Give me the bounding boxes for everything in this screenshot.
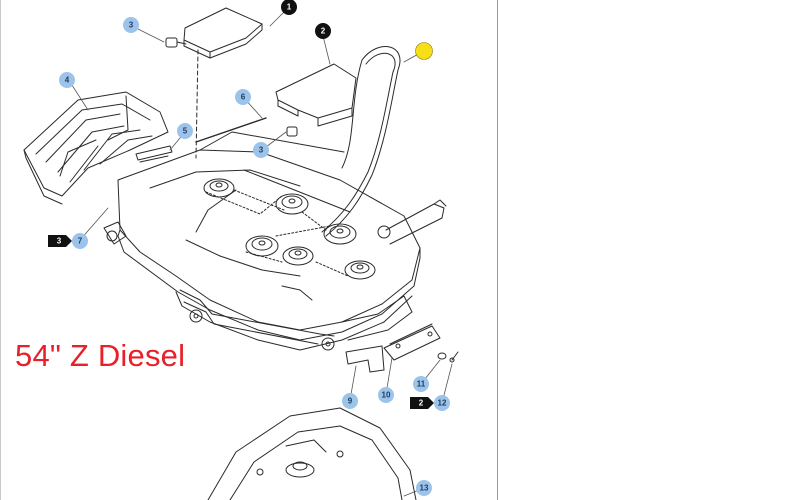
assembly-guide-line bbox=[195, 49, 199, 159]
bolt-part-12 bbox=[449, 351, 459, 363]
lower-deck-view bbox=[207, 407, 417, 500]
pulley-lower-mid bbox=[282, 246, 314, 266]
callout-12: 12 bbox=[434, 395, 450, 411]
callout-3-lower: 3 bbox=[253, 142, 269, 158]
callout-7-label: 7 bbox=[78, 237, 83, 246]
callout-10-label: 10 bbox=[382, 391, 391, 400]
page-divider bbox=[497, 0, 498, 500]
callout-2-label: 2 bbox=[321, 27, 326, 36]
leader-lines bbox=[69, 7, 453, 497]
bracket-part-9 bbox=[345, 345, 385, 373]
bracket-part-10 bbox=[383, 323, 441, 361]
callout-3-lower-label: 3 bbox=[259, 146, 264, 155]
knob-upper bbox=[165, 37, 187, 48]
callout-11: 11 bbox=[413, 376, 429, 392]
mower-deck bbox=[103, 131, 447, 351]
callout-5-label: 5 bbox=[183, 127, 188, 136]
callout-9-label: 9 bbox=[348, 397, 353, 406]
callout-2: 2 bbox=[315, 23, 331, 39]
callout-1: 1 bbox=[281, 0, 297, 15]
pulley-lower-right bbox=[344, 260, 376, 280]
chute-bracket bbox=[135, 145, 173, 163]
callout-1-label: 1 bbox=[287, 3, 292, 12]
callout-10: 10 bbox=[378, 387, 394, 403]
model-title: 54" Z Diesel bbox=[15, 338, 186, 373]
knob-lower bbox=[286, 126, 298, 137]
callout-12-label: 12 bbox=[438, 399, 447, 408]
callout-4-label: 4 bbox=[65, 76, 70, 85]
washer-part-11 bbox=[437, 352, 447, 360]
flag-tag-3: 3 bbox=[48, 235, 72, 247]
belt-path bbox=[205, 189, 349, 277]
flag-tag-3-label: 3 bbox=[57, 237, 62, 246]
pulley-left bbox=[203, 178, 235, 198]
page-left-border bbox=[0, 0, 1, 500]
callout-7: 7 bbox=[72, 233, 88, 249]
callout-9: 9 bbox=[342, 393, 358, 409]
pulley-right bbox=[323, 223, 357, 245]
mower-deck-exploded-diagram: 1 2 3 3 4 5 6 7 9 10 11 12 bbox=[23, 0, 459, 500]
highlight-marker bbox=[415, 42, 433, 60]
callout-13: 13 bbox=[416, 480, 432, 496]
callout-3-upper-label: 3 bbox=[129, 21, 134, 30]
flag-tag-2: 2 bbox=[410, 397, 434, 409]
discharge-chute bbox=[23, 91, 169, 205]
callout-13-label: 13 bbox=[420, 484, 429, 493]
belt-cover-upper bbox=[183, 7, 263, 59]
callout-6-label: 6 bbox=[241, 93, 246, 102]
pulley-center bbox=[275, 193, 309, 215]
blank-page-area bbox=[498, 0, 800, 500]
callout-3-upper: 3 bbox=[123, 17, 139, 33]
callout-11-label: 11 bbox=[417, 380, 426, 389]
drive-belt bbox=[321, 46, 401, 237]
rod bbox=[195, 117, 267, 143]
callout-5: 5 bbox=[177, 123, 193, 139]
callout-6: 6 bbox=[235, 89, 251, 105]
flag-tag-2-label: 2 bbox=[419, 399, 424, 408]
callout-4: 4 bbox=[59, 72, 75, 88]
belt-cover-lower bbox=[275, 63, 357, 127]
